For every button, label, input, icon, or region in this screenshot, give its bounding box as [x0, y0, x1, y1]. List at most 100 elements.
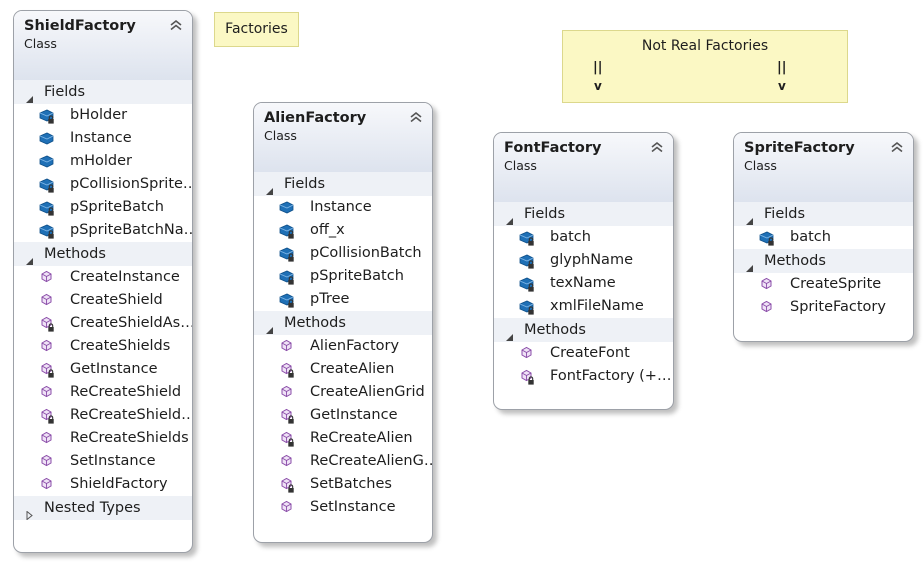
field-private-icon: [38, 199, 56, 217]
method-item[interactable]: ReCreateShield: [14, 381, 192, 404]
field-item[interactable]: batch: [494, 226, 673, 249]
collapse-triangle-icon[interactable]: [745, 210, 754, 225]
section-header-fields[interactable]: Fields: [14, 80, 192, 104]
collapse-triangle-icon[interactable]: [505, 210, 514, 225]
method-item[interactable]: SetInstance: [14, 450, 192, 473]
field-private-icon: [518, 229, 536, 247]
field-item[interactable]: texName: [494, 272, 673, 295]
field-item[interactable]: glyphName: [494, 249, 673, 272]
field-private-icon: [38, 176, 56, 194]
field-private-icon: [278, 245, 296, 263]
field-private-icon: [518, 298, 536, 316]
field-item[interactable]: Instance: [14, 127, 192, 150]
collapse-triangle-icon[interactable]: [745, 257, 754, 272]
expand-triangle-icon[interactable]: [25, 504, 34, 521]
field-item[interactable]: pTree: [254, 288, 432, 311]
collapse-icon[interactable]: [890, 139, 904, 153]
section-header-fields[interactable]: Fields: [734, 202, 913, 226]
section-header-fields[interactable]: Fields: [494, 202, 673, 226]
method-public-icon: [38, 384, 56, 402]
method-private-icon: [38, 315, 56, 333]
section-label: Fields: [44, 84, 86, 100]
collapse-triangle-icon[interactable]: [25, 88, 34, 103]
section-label: Fields: [284, 176, 326, 192]
method-item[interactable]: CreateAlienGrid: [254, 381, 432, 404]
field-private-icon: [278, 291, 296, 309]
field-item[interactable]: pSpriteBatch: [254, 265, 432, 288]
member-name: ShieldFactory: [70, 476, 168, 492]
field-item[interactable]: off_x: [254, 219, 432, 242]
note-line: v: [778, 79, 786, 93]
method-item[interactable]: SetInstance: [254, 496, 432, 519]
field-item[interactable]: batch: [734, 226, 913, 249]
method-item[interactable]: ReCreateAlien: [254, 427, 432, 450]
method-item[interactable]: CreateShieldAs…: [14, 312, 192, 335]
field-item[interactable]: bHolder: [14, 104, 192, 127]
method-item[interactable]: GetInstance: [254, 404, 432, 427]
method-item[interactable]: CreateAlien: [254, 358, 432, 381]
section-header-methods[interactable]: Methods: [254, 311, 432, 335]
field-private-icon: [758, 229, 776, 247]
method-item[interactable]: SetBatches: [254, 473, 432, 496]
field-item[interactable]: pCollisionSprite…: [14, 173, 192, 196]
collapse-icon[interactable]: [169, 17, 183, 31]
field-public-icon: [38, 153, 56, 171]
section-header-methods[interactable]: Methods: [14, 242, 192, 266]
section-label: Fields: [764, 206, 806, 222]
factories-note[interactable]: Factories: [214, 12, 299, 47]
section-header-methods[interactable]: Methods: [734, 249, 913, 273]
field-item[interactable]: pCollisionBatch: [254, 242, 432, 265]
method-item[interactable]: CreateSprite: [734, 273, 913, 296]
member-name: pTree: [310, 291, 350, 307]
field-item[interactable]: xmlFileName: [494, 295, 673, 318]
field-item[interactable]: pSpriteBatchNa…: [14, 219, 192, 242]
member-name: GetInstance: [310, 407, 398, 423]
method-item[interactable]: CreateInstance: [14, 266, 192, 289]
section-header-nested-types[interactable]: Nested Types: [14, 496, 192, 521]
collapse-icon[interactable]: [409, 109, 423, 123]
method-item[interactable]: CreateShields: [14, 335, 192, 358]
method-item[interactable]: ReCreateShields: [14, 427, 192, 450]
method-private-icon: [278, 430, 296, 448]
method-item[interactable]: ShieldFactory: [14, 473, 192, 496]
method-item[interactable]: ReCreateShield…: [14, 404, 192, 427]
method-item[interactable]: GetInstance: [14, 358, 192, 381]
member-name: Instance: [70, 130, 132, 146]
method-item[interactable]: ReCreateAlienG…: [254, 450, 432, 473]
collapse-icon[interactable]: [650, 139, 664, 153]
section-header-fields[interactable]: Fields: [254, 172, 432, 196]
collapse-triangle-icon[interactable]: [505, 326, 514, 341]
field-private-icon: [278, 268, 296, 286]
method-item[interactable]: AlienFactory: [254, 335, 432, 358]
collapse-triangle-icon[interactable]: [25, 250, 34, 265]
section-label: Methods: [284, 315, 346, 331]
section-header-methods[interactable]: Methods: [494, 318, 673, 342]
field-item[interactable]: mHolder: [14, 150, 192, 173]
member-name: ReCreateShield: [70, 384, 182, 400]
collapse-triangle-icon[interactable]: [265, 319, 274, 334]
field-private-icon: [38, 222, 56, 240]
field-item[interactable]: pSpriteBatch: [14, 196, 192, 219]
member-name: CreateShields: [70, 338, 171, 354]
method-item[interactable]: CreateFont: [494, 342, 673, 365]
method-item[interactable]: CreateShield: [14, 289, 192, 312]
section-label: Fields: [524, 206, 566, 222]
method-item[interactable]: SpriteFactory: [734, 296, 913, 319]
method-item[interactable]: FontFactory (+…: [494, 365, 673, 388]
member-name: texName: [550, 275, 616, 291]
member-name: Instance: [310, 199, 372, 215]
collapse-triangle-icon[interactable]: [265, 180, 274, 195]
not-real-factories-note[interactable]: Not Real Factories || v || v: [562, 30, 848, 103]
member-name: SpriteFactory: [790, 299, 886, 315]
field-item[interactable]: Instance: [254, 196, 432, 219]
member-name: CreateAlien: [310, 361, 395, 377]
method-public-icon: [758, 299, 776, 317]
method-public-icon: [38, 338, 56, 356]
